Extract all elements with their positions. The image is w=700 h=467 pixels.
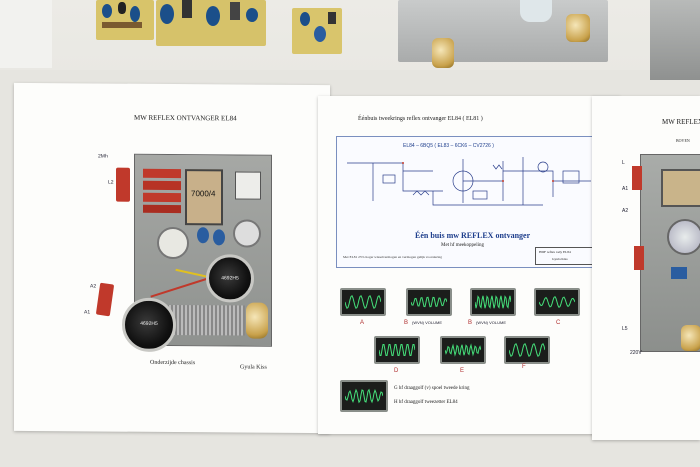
tube-label: 4692H5 — [140, 320, 158, 328]
tube-right-4692: 4692H5 — [206, 254, 254, 303]
blue-capacitors — [197, 227, 227, 247]
label-right-a2: A2 — [622, 208, 629, 214]
scope-b — [406, 288, 452, 316]
label-l2: L2 — [108, 179, 114, 186]
tube-left-4692: 4692H5 — [122, 297, 176, 353]
scope-g — [340, 380, 388, 412]
label-2mh: 2Mh — [98, 153, 108, 160]
scope-trace — [475, 295, 511, 309]
device-top-right — [650, 0, 700, 80]
info-box: HDF reflex rady EL84 Gyula Kiss — [535, 247, 595, 265]
legend-h: H hf draaggolf tweezetter EL84 — [394, 400, 458, 405]
red-cap-right-2 — [634, 246, 644, 270]
caption-chassis: Onderzijde chassis — [150, 359, 196, 367]
pcb-board-3 — [292, 8, 342, 54]
coil-l1 — [661, 169, 700, 207]
grille — [165, 304, 245, 336]
schematic-drawing — [347, 157, 591, 206]
tube-label: 4692H5 — [221, 274, 239, 282]
tube-glass-top — [520, 0, 552, 22]
schematic-subtitle: Één buis mw REFLEX ontvanger — [415, 231, 531, 240]
info-box-line: HDF reflex rady EL84 — [539, 250, 571, 254]
tube-socket-left — [157, 226, 189, 260]
sheet-left-title: MW REFLEX ONTVANGER EL84 — [134, 113, 237, 123]
scope-label-e: E — [460, 368, 465, 374]
schematic-frame: EL84 – 6BQ5 ( EL83 – 6CK6 – CV2726 ) Één… — [336, 136, 604, 268]
scope-trace — [379, 344, 415, 356]
scope-b2 — [470, 288, 516, 316]
label-right-a1: A1 — [622, 186, 629, 192]
scope-sublabel-b: (WVN) VOLUME — [412, 320, 442, 325]
knob-side — [246, 302, 268, 339]
label-a1: A1 — [84, 309, 91, 316]
tube-glass — [667, 219, 700, 255]
scope-trace — [411, 296, 447, 308]
red-capacitor-bank — [143, 168, 183, 214]
red-capacitor-l2 — [116, 167, 130, 202]
pcb-board-1 — [96, 0, 154, 40]
red-cap-right-1 — [632, 166, 642, 190]
scope-label-d: D — [394, 368, 399, 374]
caption-author: Gyula Kiss — [240, 364, 267, 371]
scope-a — [340, 288, 386, 316]
small-board — [235, 171, 261, 200]
tube-socket-right — [233, 219, 261, 248]
label-right-l: L — [622, 160, 625, 166]
label-right-l5: L5 — [622, 326, 628, 332]
scope-f — [504, 336, 550, 364]
scope-e — [440, 336, 486, 364]
pcb-board-2 — [156, 0, 266, 46]
sheet-left: MW REFLEX ONTVANGER EL84 7000/4 4692H5 4… — [14, 82, 330, 434]
scope-trace — [445, 343, 481, 357]
card-top-left — [0, 0, 52, 68]
red-capacitor-a — [95, 282, 115, 317]
scope-label-c: C — [556, 320, 561, 326]
sheet-right-title: MW REFLEX — [662, 118, 700, 126]
sheet-center-title: Éénbuis tweekrings reflex ontvanger EL84… — [358, 116, 483, 122]
scope-label-b: B — [404, 320, 409, 326]
coil-7000: 7000/4 — [185, 169, 223, 226]
scope-d — [374, 336, 420, 364]
schematic-sub2: Met hf meekoppeling — [441, 243, 485, 248]
sheet-right-subtitle: BOVEN — [676, 138, 690, 143]
sheet-center: Éénbuis tweekrings reflex ontvanger EL84… — [318, 96, 620, 434]
scope-label-a: A — [360, 320, 365, 326]
scope-trace — [345, 295, 381, 309]
blue-label — [671, 267, 687, 279]
scope-label-f: F — [522, 364, 526, 370]
knob-right — [681, 325, 700, 351]
label-a2: A2 — [90, 283, 97, 290]
scope-c — [534, 288, 580, 316]
scope-trace — [345, 388, 383, 404]
schematic-title: EL84 – 6BQ5 ( EL83 – 6CK6 – CV2726 ) — [403, 143, 494, 149]
coil-label: 7000/4 — [191, 189, 216, 199]
schematic-note: Met EL81 25% hoger wisselvermogen en ver… — [343, 255, 442, 259]
scope-trace — [539, 295, 575, 309]
sheet-right: MW REFLEX BOVEN L A1 A2 L5 220V — [592, 96, 700, 440]
legend-g: G hf draaggolf (v) spoel tweede kring — [394, 386, 470, 391]
knob-top-1 — [432, 38, 454, 68]
info-box-line: Gyula Kiss — [552, 257, 568, 261]
scope-sublabel-b2: (WVN) VOLUME — [476, 320, 506, 325]
label-right-220v: 220V — [630, 350, 642, 356]
scope-trace — [509, 343, 545, 357]
chassis-top-photo — [640, 154, 700, 352]
knob-top-2 — [566, 14, 590, 42]
scope-label-b2: B — [468, 320, 473, 326]
